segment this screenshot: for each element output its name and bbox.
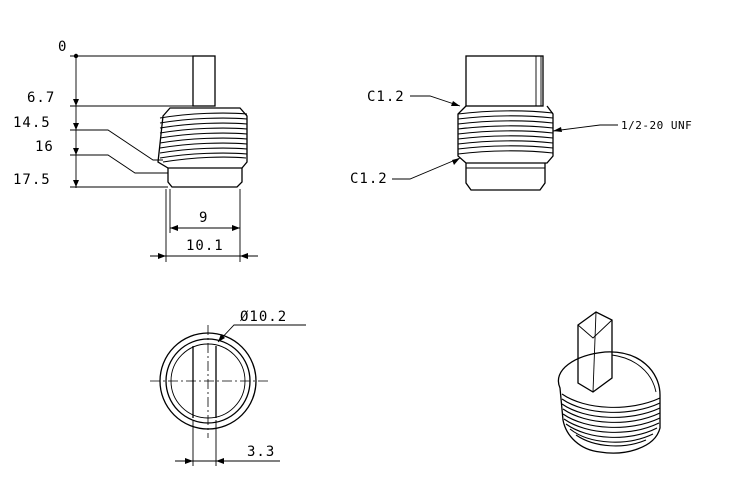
side-view-thread-lines: [159, 112, 248, 163]
ordinate-leader-14-5: [70, 129, 163, 161]
leader-arrow: [218, 334, 225, 342]
front-view-thread-body: [457, 105, 554, 164]
dim-arrow: [170, 225, 178, 231]
front-view: C1.2 C1.2 1/2-20 UNF: [350, 55, 692, 191]
side-view-shaft: [192, 55, 216, 107]
front-view-head: [465, 55, 544, 107]
diameter-label: Ø10.2: [240, 309, 287, 325]
width-outer-label: 10.1: [186, 238, 224, 254]
thread-spec-label: 1/2-20 UNF: [621, 119, 692, 132]
leader-chamfer-top: [410, 95, 461, 107]
dim-arrow: [216, 458, 224, 464]
ordinate-arrow: [73, 123, 79, 130]
leader-chamfer-bottom: [392, 157, 461, 180]
ordinate-label-14-5: 14.5: [13, 115, 51, 131]
ordinate-leader-16: [70, 154, 168, 174]
ordinate-arrow: [73, 99, 79, 106]
side-view-thread-body: [157, 107, 248, 169]
ordinate-origin-dot: [73, 53, 79, 59]
leader-arrow: [553, 127, 562, 132]
dim-arrow: [232, 225, 240, 231]
dim-arrow: [185, 458, 193, 464]
iso-top-rim: [611, 354, 657, 393]
iso-thread-lines: [561, 393, 661, 447]
leader-thread-spec: [552, 124, 618, 132]
iso-body: [557, 351, 661, 454]
iso-head-edge: [592, 311, 597, 393]
chamfer-bottom-label: C1.2: [350, 171, 388, 187]
front-view-collar: [465, 163, 546, 191]
slot-width-label: 3.3: [247, 444, 275, 460]
ordinate-label-0: 0: [58, 39, 67, 55]
side-view-collar: [167, 168, 243, 188]
dim-arrow: [240, 253, 248, 259]
dim-arrow: [158, 253, 166, 259]
chamfer-top-label: C1.2: [367, 89, 405, 105]
ordinate-arrow: [73, 180, 79, 187]
ordinate-label-16: 16: [35, 139, 54, 155]
width-inner-label: 9: [199, 210, 208, 226]
leader-arrow: [451, 101, 460, 106]
ordinate-arrow: [73, 148, 79, 155]
side-view: 0 6.7 14.5 16 17.5 9 10.1: [13, 39, 258, 262]
leader-arrow: [452, 158, 460, 165]
isometric-view: [557, 311, 661, 454]
ordinate-label-17-5: 17.5: [13, 172, 51, 188]
ordinate-label-6-7: 6.7: [27, 90, 55, 106]
end-view: Ø10.2 3.3: [150, 309, 306, 466]
iso-head-edge: [577, 319, 613, 339]
front-view-thread-lines: [457, 110, 554, 155]
